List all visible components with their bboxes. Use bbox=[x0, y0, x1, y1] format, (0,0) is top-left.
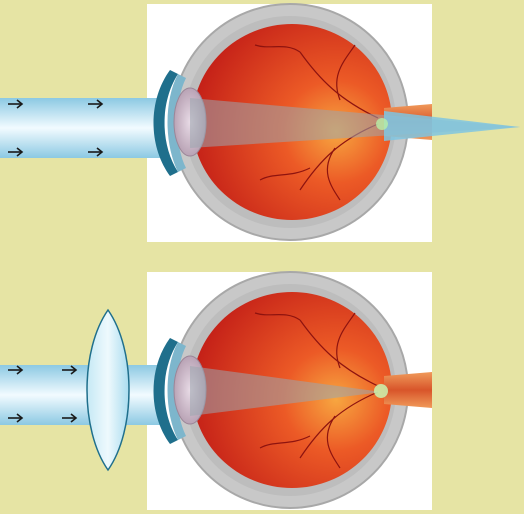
incoming-light-beam bbox=[0, 365, 165, 425]
optic-nerve bbox=[384, 372, 432, 408]
focal-point-on-retina bbox=[374, 384, 388, 398]
retina-light-spot bbox=[376, 118, 388, 130]
incoming-light-beam bbox=[0, 98, 165, 158]
